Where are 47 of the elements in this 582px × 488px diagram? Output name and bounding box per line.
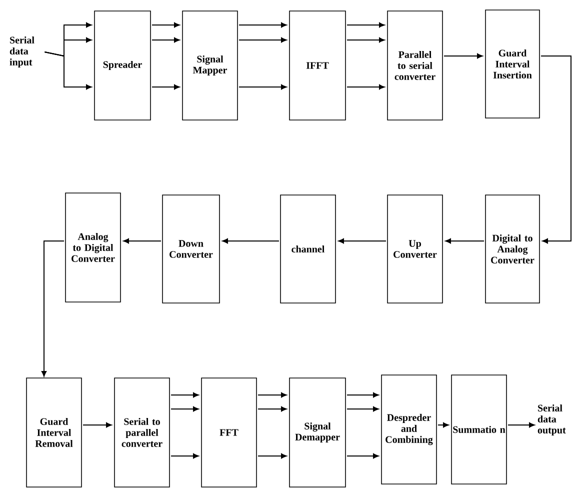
terminal-label: Serial data output (538, 404, 566, 436)
arrow (152, 84, 180, 90)
arrow (444, 53, 483, 59)
process-box: Signal Mapper (182, 10, 238, 120)
arrow (41, 240, 64, 377)
arrow (346, 392, 379, 398)
arrow (346, 84, 385, 90)
arrow (170, 406, 199, 412)
arrow (82, 422, 112, 428)
process-box: Signal Demapper (289, 378, 346, 488)
arrow (44, 52, 92, 90)
arrow (346, 22, 385, 28)
process-box: IFFT (289, 10, 346, 120)
process-box: Guard Interval Removal (26, 378, 82, 488)
process-box: Guard Interval Insertion (485, 10, 540, 118)
arrow (508, 422, 535, 428)
process-box: Digital to Analog Converter (485, 194, 540, 304)
terminal-label: Serial data input (10, 36, 34, 68)
process-box: Up Converter (387, 194, 443, 304)
arrow (258, 406, 287, 412)
process-box: Spreader (94, 10, 151, 120)
arrow (346, 453, 379, 459)
arrow (346, 406, 379, 412)
arrow (123, 238, 162, 244)
arrow (338, 238, 386, 244)
process-box: Analog to Digital Converter (65, 192, 121, 302)
arrow (170, 392, 199, 398)
process-box: Parallel to serial converter (387, 10, 443, 120)
arrow (438, 422, 449, 428)
process-box: channel (280, 194, 336, 304)
process-box: Summatio n (451, 374, 507, 484)
process-box: Down Converter (162, 194, 220, 304)
arrow (152, 37, 180, 43)
arrow (258, 453, 287, 459)
arrow (238, 84, 287, 90)
arrow (540, 56, 572, 244)
process-box: Despreder and Combining (381, 374, 437, 484)
arrow (238, 37, 287, 43)
arrow (222, 238, 280, 244)
arrow (170, 453, 199, 459)
process-box: FFT (201, 378, 257, 488)
arrow (258, 392, 287, 398)
process-box: Serial to parallel converter (114, 378, 170, 488)
arrow (346, 37, 385, 43)
arrow (238, 22, 287, 28)
arrow (445, 238, 484, 244)
arrow (152, 22, 180, 28)
